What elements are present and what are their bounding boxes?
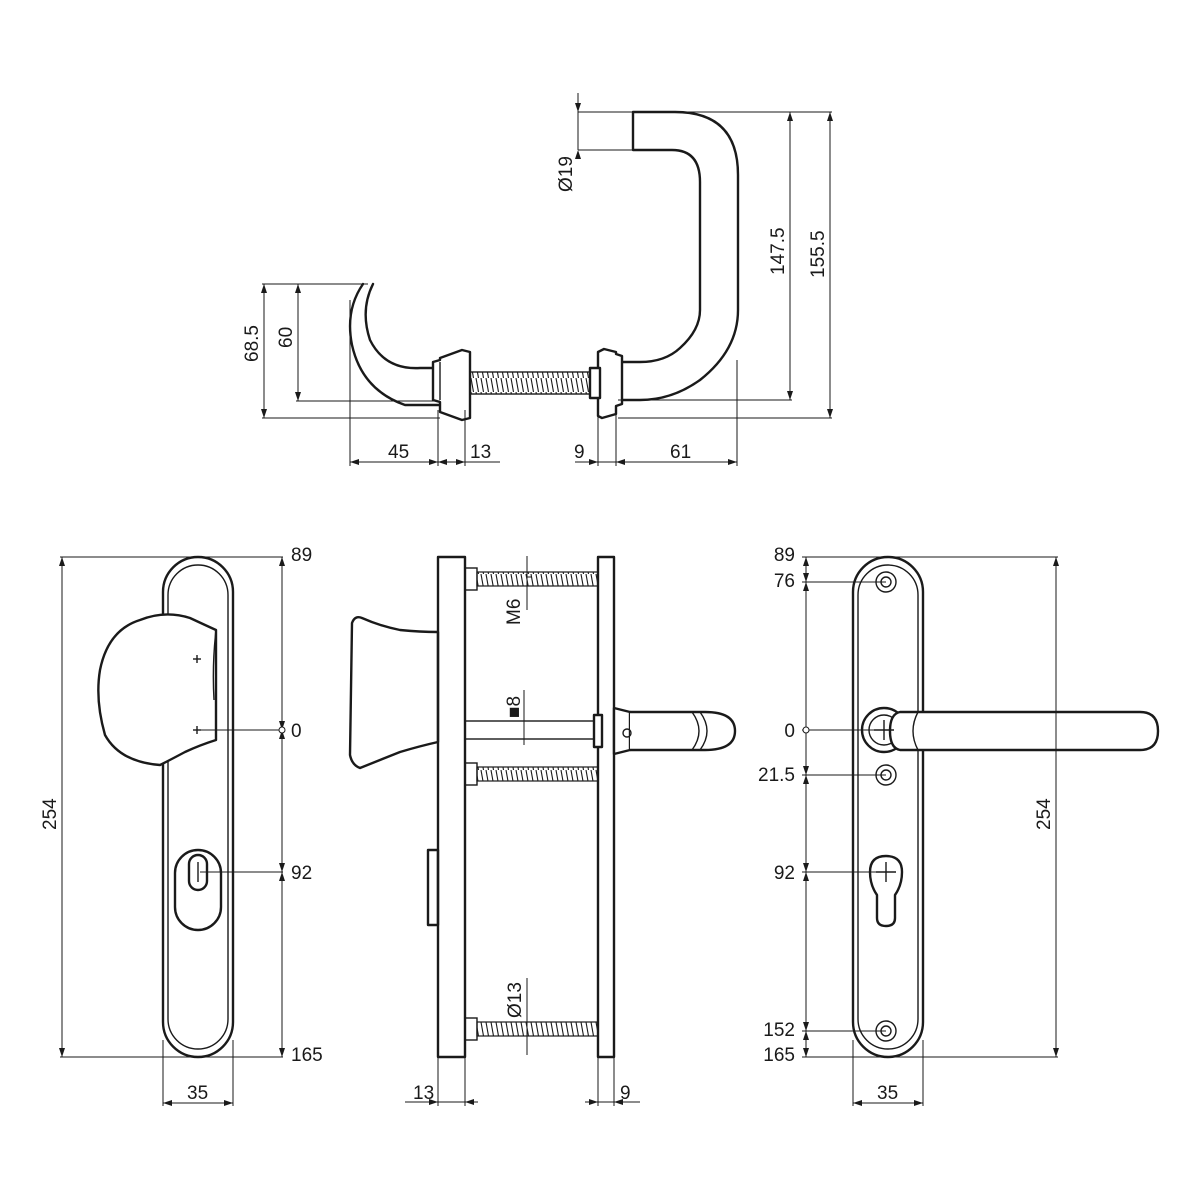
knob: [97, 613, 218, 767]
side-lever: [630, 710, 737, 752]
front-dim-254: 254: [40, 798, 61, 830]
dim-m6: M6: [504, 599, 525, 625]
bolt-middle: [476, 766, 599, 782]
dim-9: 9: [574, 442, 585, 463]
front-dim-92: 92: [291, 863, 312, 884]
u-handle-outline: [614, 110, 740, 402]
dim-d13: Ø13: [505, 982, 526, 1018]
dim-square-8: ■8: [504, 696, 525, 718]
top-view: Ø19 147.5 155.5 68.5 60: [242, 93, 833, 466]
back-dim-35: 35: [877, 1083, 898, 1104]
side-view: M6 ■8 Ø13 13 9: [348, 555, 737, 1106]
back-lever: [888, 710, 1160, 752]
dim-d19: Ø19: [556, 156, 577, 192]
dim-45: 45: [388, 442, 409, 463]
dim-61: 61: [670, 442, 691, 463]
front-dim-0: 0: [291, 721, 302, 742]
back-dim-21-5: 21.5: [758, 765, 795, 786]
back-view: 89 76 0 21.5 92 152 165 254 35: [758, 545, 1160, 1106]
right-backplate: [596, 555, 616, 1059]
front-view: 89 0 92 165 254 35: [40, 545, 323, 1106]
front-dim-89: 89: [291, 545, 312, 566]
side-knob: [348, 615, 440, 770]
back-dim-165: 165: [763, 1045, 795, 1066]
right-rose: [596, 347, 624, 420]
dim-68-5: 68.5: [242, 325, 263, 362]
left-backplate: [436, 555, 467, 1059]
dim-155-5: 155.5: [808, 230, 829, 278]
back-dim-254: 254: [1034, 798, 1055, 830]
square-spindle: [464, 720, 599, 740]
back-dim-89: 89: [774, 545, 795, 566]
dim-13: 13: [470, 442, 491, 463]
dim-left-13: 13: [413, 1083, 434, 1104]
knob-handle-outline: [348, 282, 442, 407]
dim-147-5: 147.5: [768, 227, 789, 275]
back-dim-92: 92: [774, 863, 795, 884]
back-dim-76: 76: [774, 571, 795, 592]
back-dim-152: 152: [763, 1020, 795, 1041]
front-dim-165: 165: [291, 1045, 323, 1066]
bolt-top: [476, 571, 599, 587]
dim-60: 60: [276, 327, 297, 348]
front-dim-35: 35: [187, 1083, 208, 1104]
dim-right-9: 9: [620, 1083, 631, 1104]
back-backplate: [851, 555, 925, 1059]
spindle-thread: [469, 371, 599, 395]
side-lever-rose: [612, 706, 632, 756]
back-dim-0: 0: [784, 721, 795, 742]
latch-block: [426, 848, 440, 927]
bolt-bottom: [476, 1021, 599, 1037]
left-rose: [431, 348, 472, 422]
